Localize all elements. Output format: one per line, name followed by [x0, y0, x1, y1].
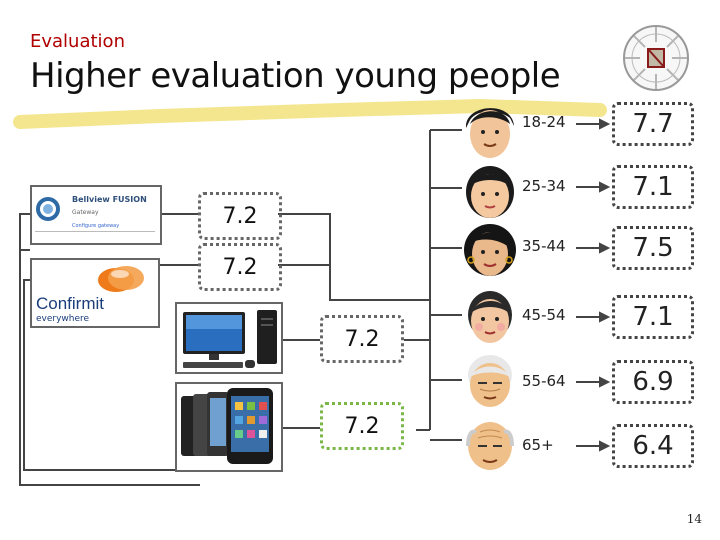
score-box-35-44: 7.5 — [612, 226, 694, 270]
face-55-64-icon — [468, 355, 512, 407]
bellview-name: Bellview FUSION — [72, 195, 147, 204]
channel-score-desktop: 7.2 — [320, 315, 404, 363]
bellview-link[interactable]: Configure gateway — [72, 223, 120, 229]
desktop-box — [175, 302, 283, 374]
confirmit-sub: everywhere — [36, 314, 90, 324]
face-18-24-icon — [465, 108, 514, 158]
face-65-plus-icon — [466, 422, 514, 470]
page-number: 14 — [686, 512, 702, 526]
age-label-45-54: 45-54 — [522, 306, 566, 324]
confirmit-name: Confirmit — [36, 294, 105, 313]
section-label: Evaluation — [30, 31, 125, 52]
face-45-54-icon — [468, 291, 512, 343]
university-seal — [623, 25, 689, 91]
confirmit-logo-box: Confirmit everywhere — [30, 258, 160, 328]
faces-column — [464, 108, 516, 470]
age-label-65-plus: 65+ — [522, 436, 554, 454]
score-box-45-54: 7.1 — [612, 295, 694, 339]
channel-score-confirmit: 7.2 — [198, 243, 282, 291]
channel-score-bellview: 7.2 — [198, 192, 282, 240]
face-25-34-icon — [466, 166, 514, 218]
channel-score-mobile: 7.2 — [320, 402, 404, 450]
bellview-sub: Gateway — [72, 209, 99, 216]
bellview-logo-box: Bellview FUSION Gateway Configure gatewa… — [30, 185, 162, 245]
face-35-44-icon — [464, 224, 516, 276]
desktop-computer-icon — [183, 310, 277, 368]
score-box-55-64: 6.9 — [612, 360, 694, 404]
page-title: Higher evaluation young people — [30, 56, 561, 96]
mobile-box — [175, 382, 283, 472]
score-box-65-plus: 6.4 — [612, 424, 694, 468]
score-box-18-24: 7.7 — [612, 102, 694, 146]
bellview-logo — [35, 197, 155, 232]
age-label-25-34: 25-34 — [522, 177, 566, 195]
confirmit-bubble-icon — [98, 266, 144, 292]
score-box-25-34: 7.1 — [612, 165, 694, 209]
age-label-55-64: 55-64 — [522, 372, 566, 390]
mobile-phones-icon — [181, 388, 273, 464]
age-label-35-44: 35-44 — [522, 237, 566, 255]
age-label-18-24: 18-24 — [522, 113, 566, 131]
